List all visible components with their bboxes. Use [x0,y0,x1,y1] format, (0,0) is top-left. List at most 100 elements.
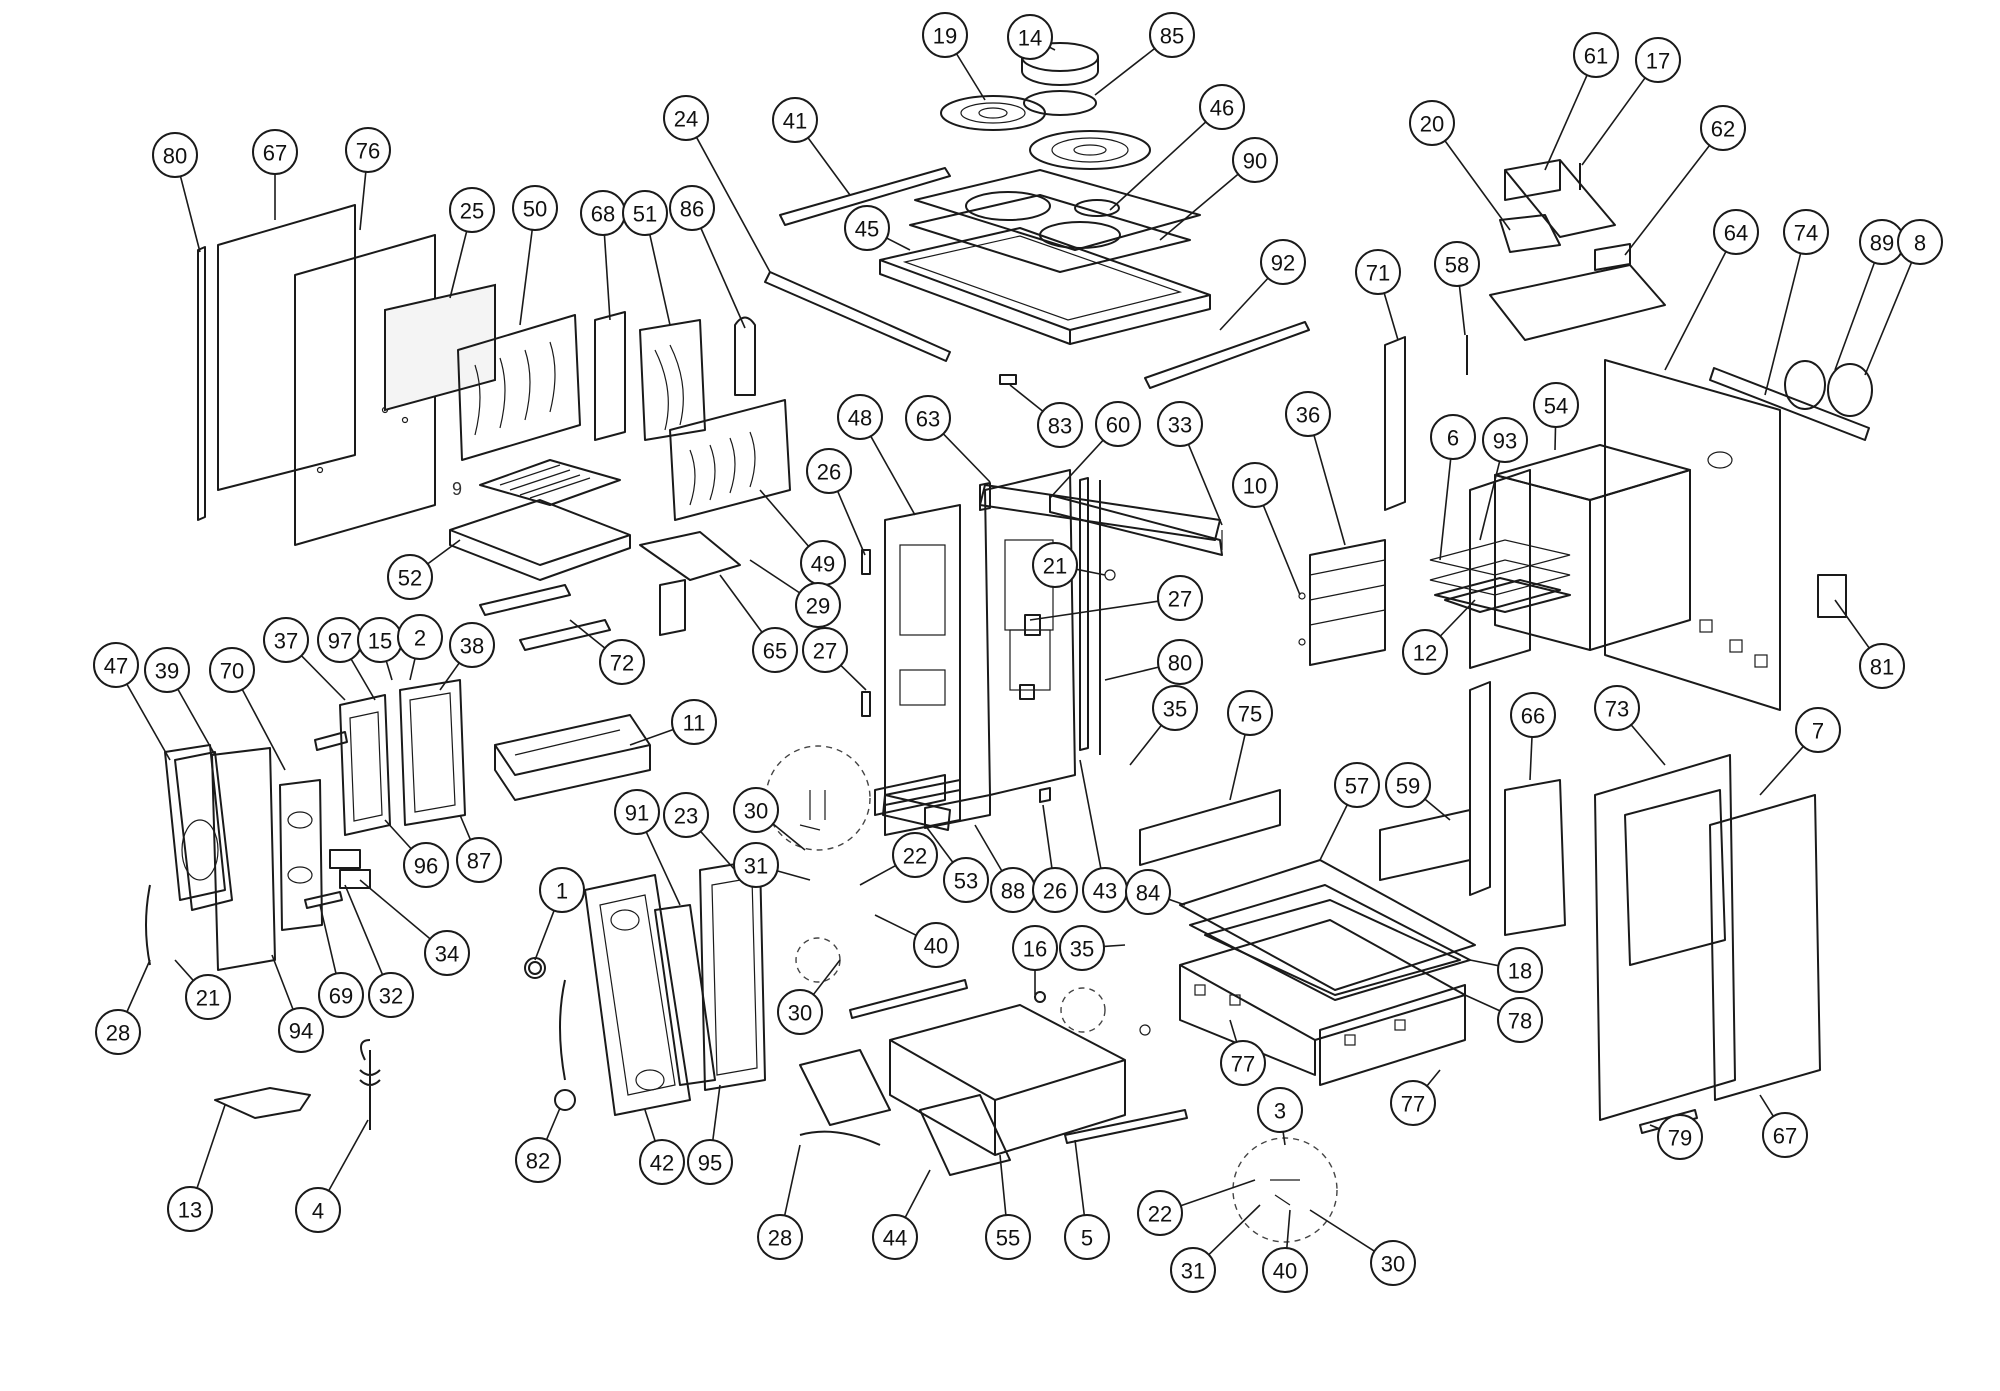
leader-line-6 [1439,458,1452,561]
leader-line-15 [385,660,393,681]
callout-circle [892,832,938,878]
callout-circle [152,132,198,178]
callout-circle [1510,692,1556,738]
hob-plate [914,169,1201,251]
callout-70: 70 [209,647,255,693]
callout-8: 8 [1897,219,1943,265]
callout-35: 35 [1152,685,1198,731]
callout-circle [1125,869,1171,915]
callout-89: 89 [1859,219,1905,265]
callout-44: 44 [872,1214,918,1260]
callout-47: 47 [93,642,139,688]
leader-line-31 [1208,1204,1261,1256]
callout-11: 11 [671,699,717,745]
callout-21: 21 [185,974,231,1020]
callout-number: 79 [1668,1126,1692,1151]
callout-number: 19 [933,24,957,49]
callout-31: 31 [1170,1247,1216,1293]
leader-line-71 [1383,292,1399,341]
callout-circle [1859,643,1905,689]
callout-75: 75 [1227,690,1273,736]
lower-plates [882,787,1051,831]
side-rails [1298,335,1468,666]
callout-2: 2 [397,614,443,660]
leader-line-1 [534,910,555,961]
callout-circle [424,930,470,976]
callout-number: 70 [220,659,244,684]
callout-number: 67 [1773,1124,1797,1149]
callout-number: 95 [698,1151,722,1176]
callout-33: 33 [1157,401,1203,447]
leader-line-3 [1282,1131,1286,1146]
callout-number: 88 [1001,879,1025,904]
callout-number: 77 [1401,1092,1425,1117]
leader-lines [126,46,1913,1256]
leader-line-23 [700,830,736,871]
hob-rings [940,42,1151,170]
callout-91: 91 [614,789,660,835]
leader-line-64 [1664,251,1727,371]
callout-number: 57 [1345,774,1369,799]
callout-45: 45 [844,205,890,251]
hinge-details [765,745,1338,1243]
right-side-panels [1504,754,1821,1134]
callout-number: 10 [1243,474,1267,499]
leader-line-58 [1458,285,1466,336]
callout-number: 6 [1447,426,1459,451]
callout-15: 15 [357,617,403,663]
callout-circle [1095,401,1141,447]
leader-line-52 [427,539,461,565]
callout-circle [1370,1240,1416,1286]
leader-line-27 [840,664,867,691]
callout-43: 43 [1082,867,1128,913]
callout-number: 92 [1271,251,1295,276]
callout-number: 87 [467,849,491,874]
leader-line-47 [126,683,171,761]
callout-85: 85 [1149,12,1195,58]
callout-23: 23 [663,792,709,838]
callout-69: 69 [318,972,364,1018]
callout-number: 59 [1396,774,1420,799]
callout-circle [1497,997,1543,1043]
callout-28: 28 [95,1009,141,1055]
callout-number: 22 [1148,1202,1172,1227]
callout-number: 23 [674,804,698,829]
leader-line-40 [1286,1209,1291,1249]
leader-line-35 [1103,944,1126,948]
top-rails [764,167,1310,389]
callout-number: 77 [1231,1052,1255,1077]
callout-number: 42 [650,1151,674,1176]
callout-34: 34 [424,930,470,976]
callout-90: 90 [1232,137,1278,183]
leader-line-86 [700,227,746,329]
leader-line-27 [1029,600,1159,621]
leader-line-4 [327,1119,369,1192]
leader-line-78 [1464,994,1501,1012]
leader-line-19 [955,53,986,101]
callout-86: 86 [669,185,715,231]
callout-97: 97 [317,617,363,663]
callout-number: 37 [274,629,298,654]
callout-circle [1257,1087,1303,1133]
callout-number: 35 [1070,937,1094,962]
leader-line-17 [1581,77,1646,166]
callout-number: 40 [1273,1259,1297,1284]
firebox-door [145,679,466,971]
callout-26: 26 [1032,867,1078,913]
callout-circle [1482,417,1528,463]
callout-17: 17 [1635,37,1681,83]
callout-circle [913,922,959,968]
leader-line-72 [569,619,606,649]
callout-number: 17 [1646,49,1670,74]
leader-line-10 [1262,505,1301,596]
oven-door-frame [979,469,1223,796]
callout-number: 7 [1812,719,1824,744]
callout-73: 73 [1594,685,1640,731]
leader-line-11 [629,728,674,746]
callout-27: 27 [802,627,848,673]
callout-circle [252,129,298,175]
leader-line-34 [359,879,431,940]
leader-line-8 [1864,262,1913,376]
leader-line-53 [924,824,954,863]
